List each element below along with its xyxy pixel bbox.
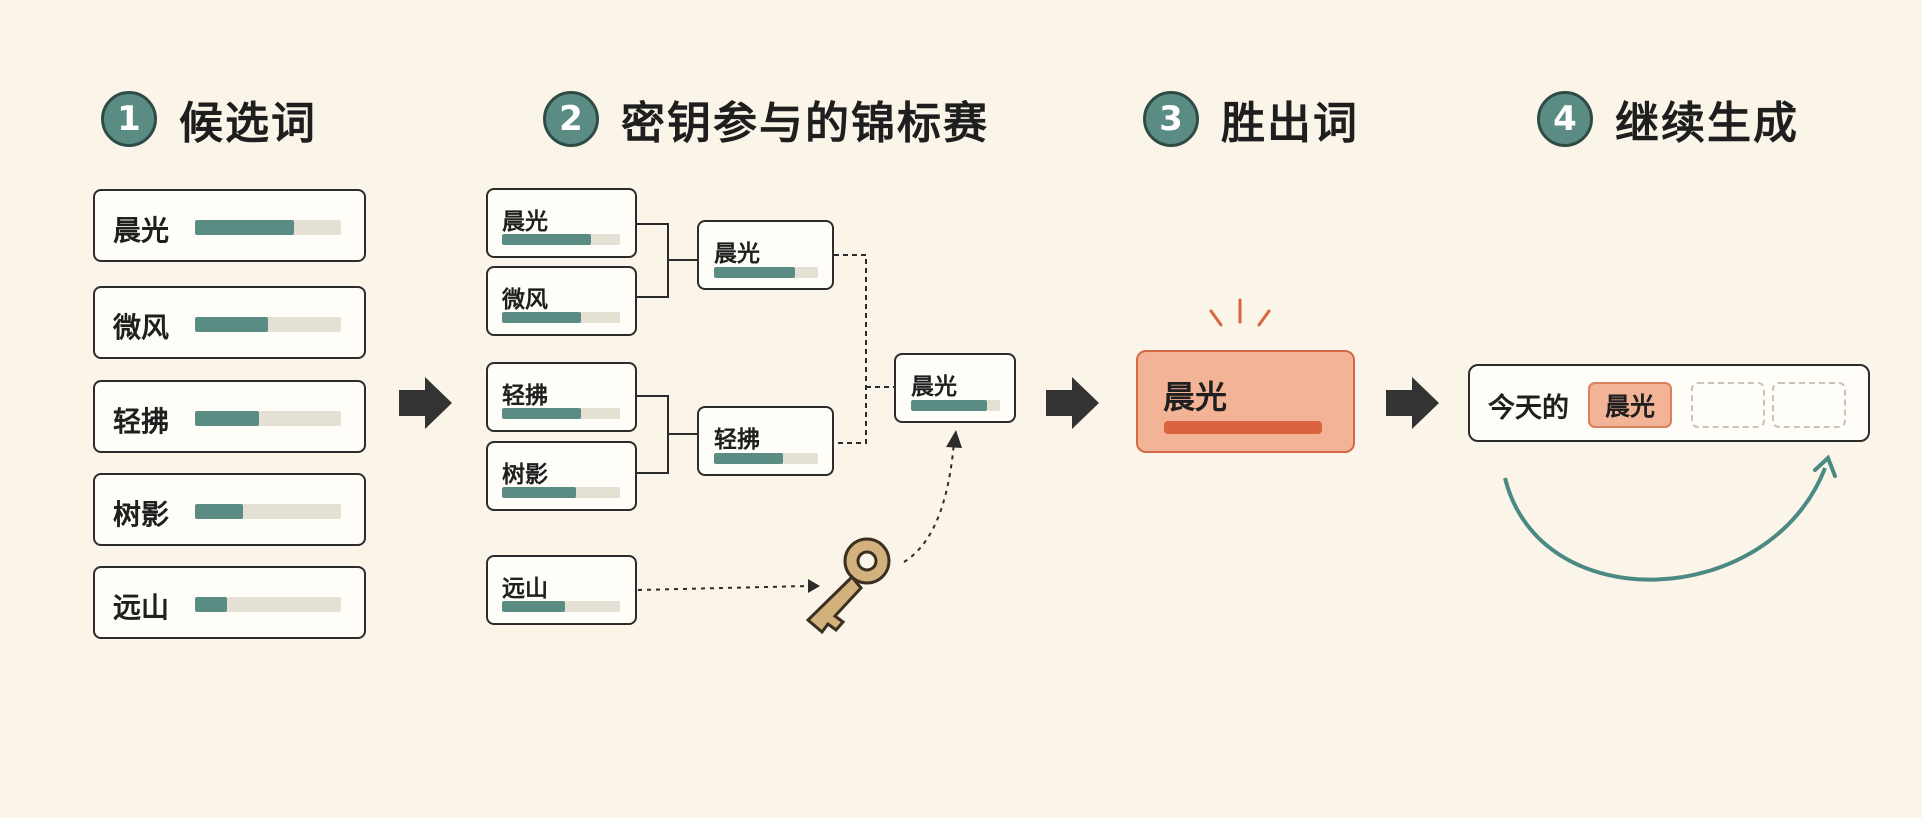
key-path-head-2 (946, 430, 962, 448)
step-1-header: 1 候选词 (101, 87, 317, 151)
key-icon (805, 537, 891, 635)
final-card-score-track (911, 400, 1000, 411)
bracket-final (834, 254, 895, 444)
round1-card-score-fill (502, 312, 582, 323)
round1-card-label: 晨光 (502, 209, 548, 235)
round2-card-score-track (714, 453, 818, 464)
flow-arrow-3 (1386, 377, 1439, 429)
bracket-pair-2 (637, 395, 698, 474)
candidate-card-score-fill (195, 220, 295, 235)
feedback-arrow (1503, 467, 1827, 582)
step-2-number: 2 (543, 91, 599, 147)
flow-arrow-2 (1046, 377, 1099, 429)
key-path (637, 585, 809, 591)
empty-slot (1691, 382, 1765, 428)
candidate-card-score-track (195, 411, 341, 426)
winner-score-bar (1164, 421, 1322, 434)
round2-card-label: 轻拂 (714, 427, 760, 453)
final-card-score-fill (911, 400, 987, 411)
candidate-card-score-fill (195, 504, 244, 519)
continuation-sequence: 今天的 晨光 (1468, 364, 1870, 442)
round1-card-score-fill (502, 234, 591, 245)
candidate-card-label: 远山 (113, 591, 170, 624)
round1-card-score-track (502, 601, 620, 612)
candidate-card-score-track (195, 504, 341, 519)
step-3-title: 胜出词 (1221, 98, 1359, 149)
candidate-card-label: 晨光 (113, 214, 170, 247)
round1-card-score-fill (502, 408, 582, 419)
round2-card: 晨光 (697, 220, 834, 290)
round1-card-score-fill (502, 601, 565, 612)
round2-card-score-fill (714, 267, 796, 278)
round1-card-label: 树影 (502, 462, 548, 488)
candidate-card-score-track (195, 220, 341, 235)
step-3-header: 3 胜出词 (1143, 87, 1359, 151)
candidate-card-score-track (195, 317, 341, 332)
candidate-card: 轻拂 (93, 380, 366, 453)
feedback-arrow-head (1813, 454, 1837, 478)
round1-card: 晨光 (486, 188, 637, 258)
final-card: 晨光 (894, 353, 1016, 423)
sequence-chosen-word: 晨光 (1588, 382, 1672, 428)
candidate-card-label: 微风 (113, 311, 170, 344)
candidate-card: 树影 (93, 473, 366, 546)
candidate-card-label: 轻拂 (113, 405, 170, 438)
round1-card-score-track (502, 312, 620, 323)
candidate-card-score-track (195, 597, 341, 612)
key-path-head (808, 579, 820, 593)
round1-card: 微风 (486, 266, 637, 336)
candidate-card-label: 树影 (113, 498, 170, 531)
round1-card: 树影 (486, 441, 637, 511)
round1-card-score-track (502, 234, 620, 245)
round2-card-score-track (714, 267, 818, 278)
step-4-header: 4 继续生成 (1537, 87, 1799, 151)
flow-arrow-1 (399, 377, 452, 429)
sequence-prefix: 今天的 (1488, 393, 1569, 424)
step-1-title: 候选词 (179, 98, 317, 149)
step-2-header: 2 密钥参与的锦标赛 (543, 87, 989, 151)
candidate-card: 远山 (93, 566, 366, 639)
round1-card: 远山 (486, 555, 637, 625)
round2-card: 轻拂 (697, 406, 834, 476)
candidate-card-score-fill (195, 317, 268, 332)
step-4-number: 4 (1537, 91, 1593, 147)
step-3-number: 3 (1143, 91, 1199, 147)
step-2-title: 密钥参与的锦标赛 (621, 98, 989, 149)
round1-card-label: 轻拂 (502, 383, 548, 409)
candidate-card: 晨光 (93, 189, 366, 262)
round1-card-score-track (502, 487, 620, 498)
winner-sparkle-icon (1209, 298, 1271, 327)
step-4-title: 继续生成 (1615, 98, 1799, 149)
winner-word: 晨光 (1163, 378, 1228, 416)
round1-card-score-fill (502, 487, 577, 498)
round1-card-label: 远山 (502, 576, 548, 602)
bracket-pair-1 (637, 223, 698, 298)
winner-card: 晨光 (1136, 350, 1355, 453)
round1-card-score-track (502, 408, 620, 419)
final-card-label: 晨光 (911, 374, 957, 400)
round1-card-label: 微风 (502, 287, 548, 313)
candidate-card-score-fill (195, 597, 228, 612)
candidate-card-score-fill (195, 411, 260, 426)
round2-card-label: 晨光 (714, 241, 760, 267)
round2-card-score-fill (714, 453, 783, 464)
candidate-card: 微风 (93, 286, 366, 359)
step-1-number: 1 (101, 91, 157, 147)
empty-slot (1772, 382, 1846, 428)
round1-card: 轻拂 (486, 362, 637, 432)
key-path-2 (903, 441, 955, 563)
